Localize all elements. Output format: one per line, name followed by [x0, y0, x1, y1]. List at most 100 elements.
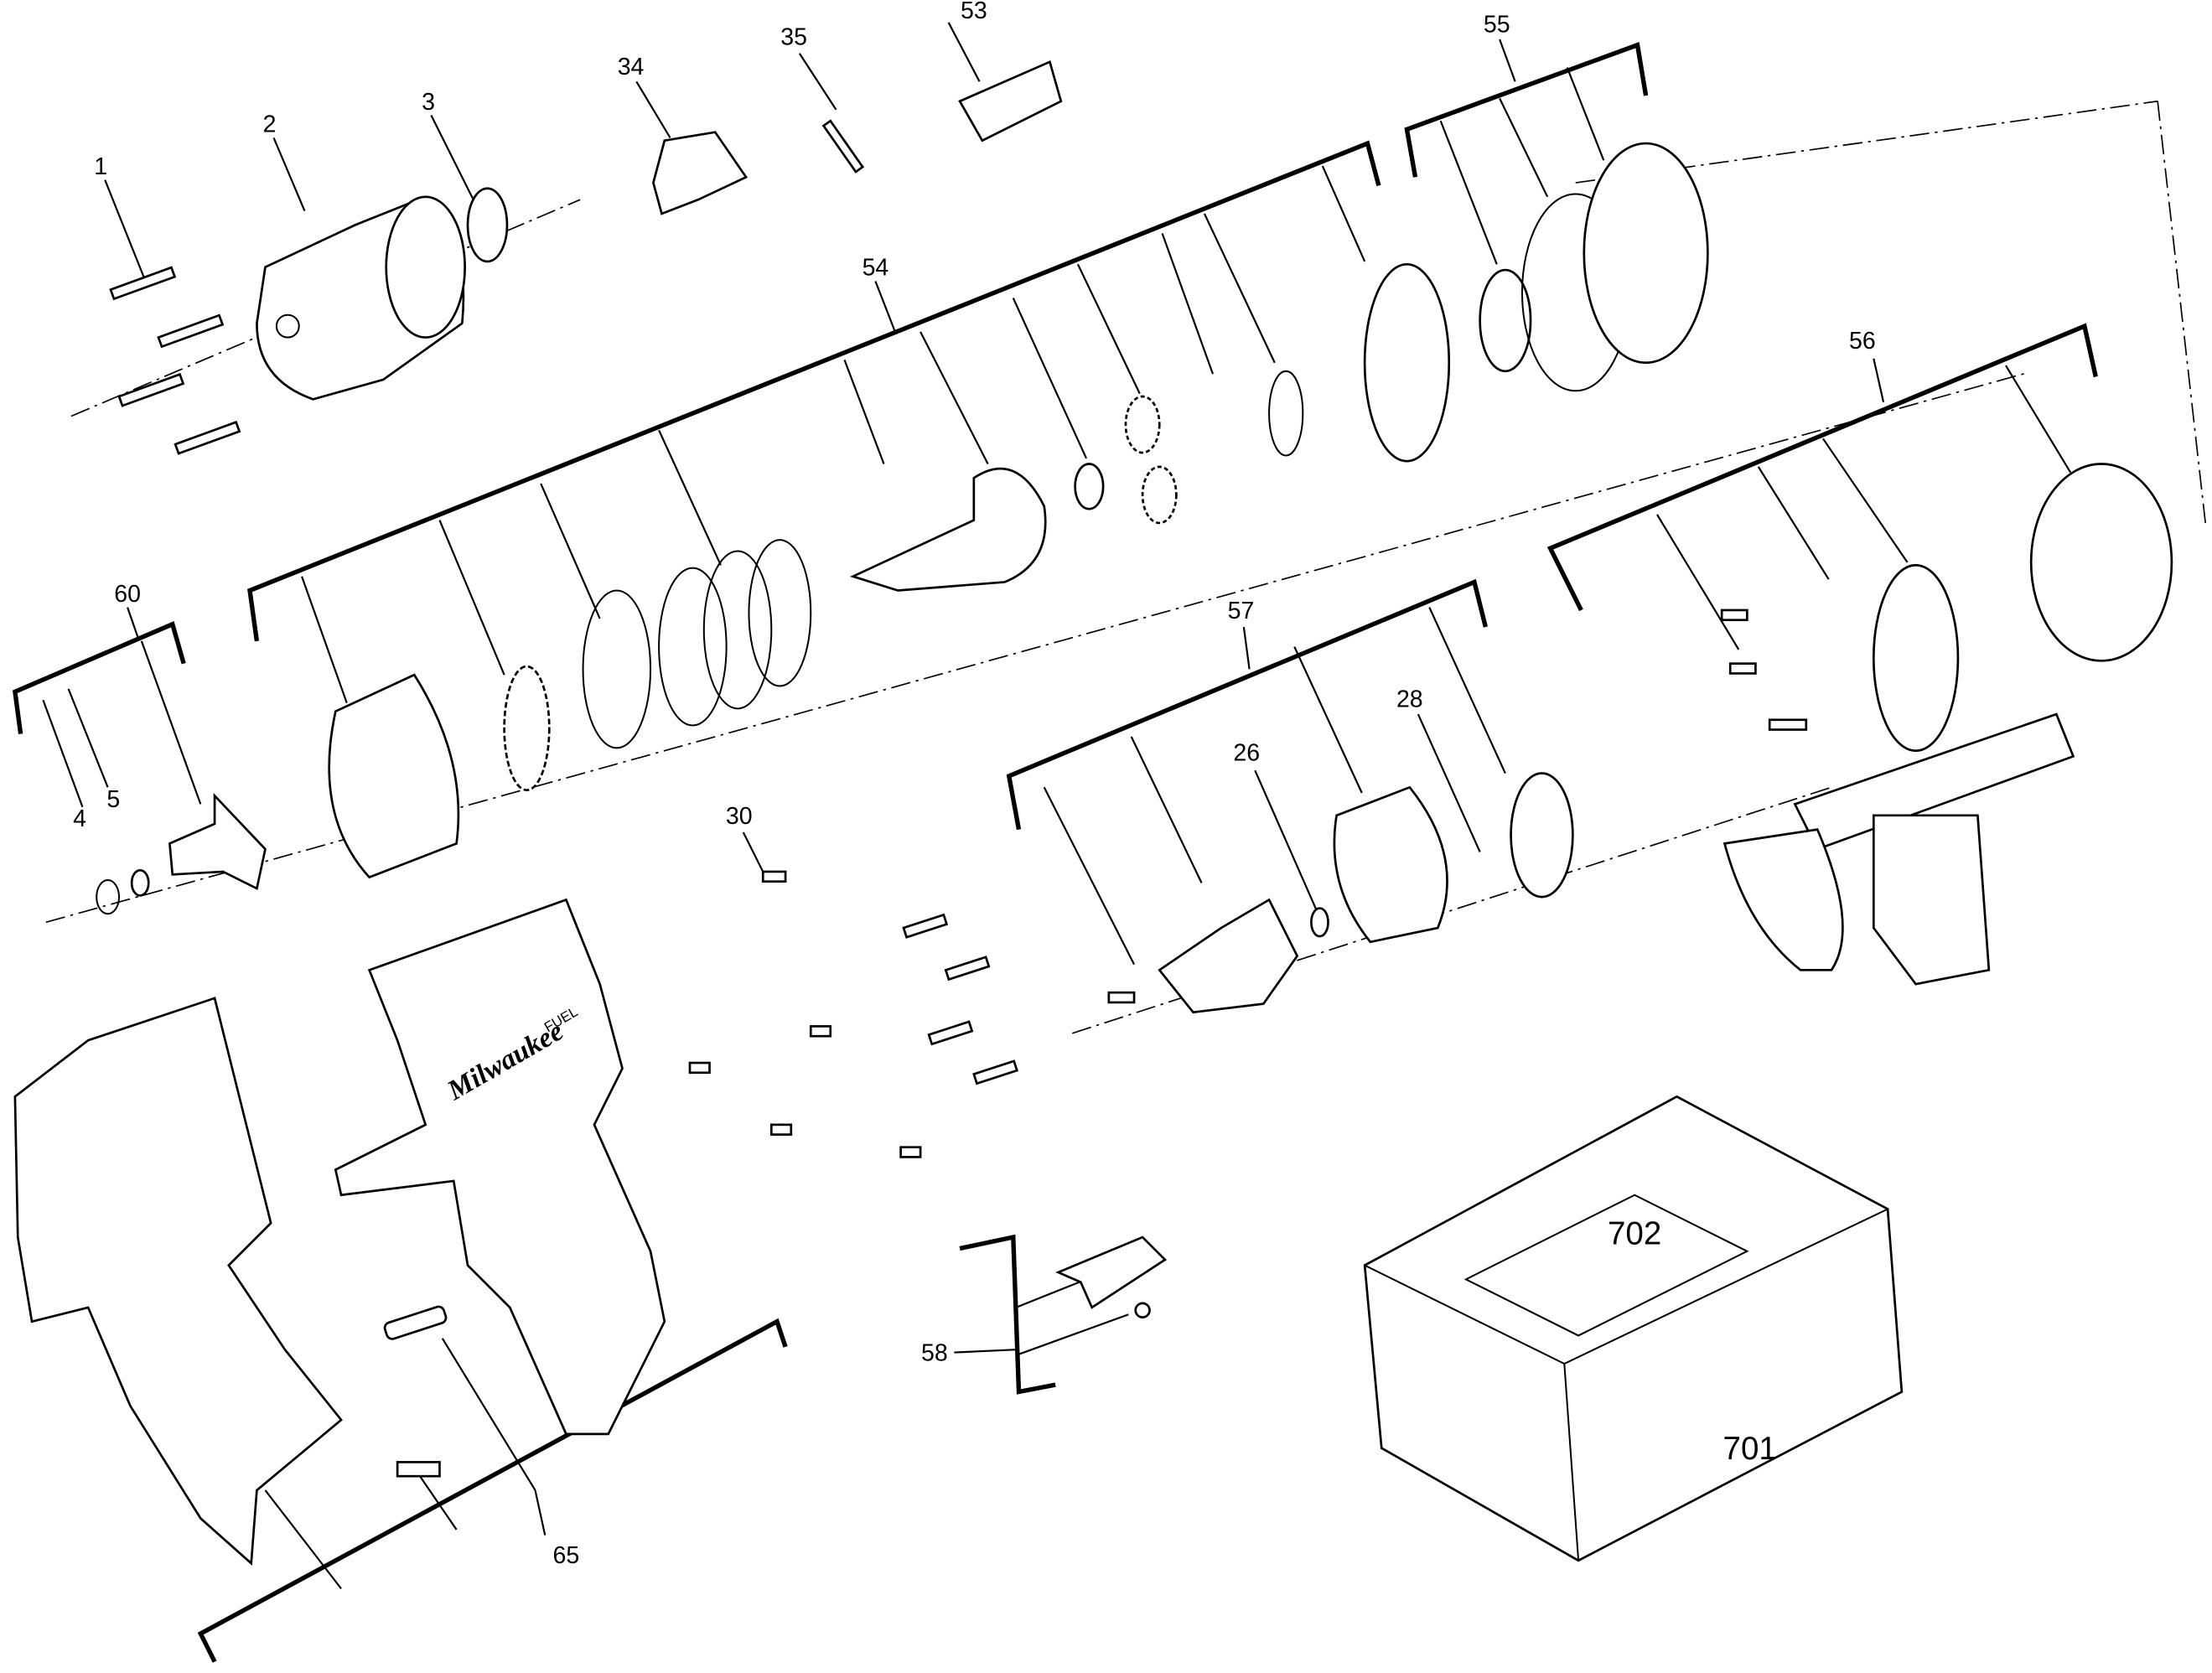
label-55: 55: [1484, 12, 1510, 39]
leader-line: [798, 53, 837, 111]
leader-line: [1499, 97, 1549, 198]
screw: [927, 1020, 974, 1046]
screw: [157, 313, 225, 349]
screws: [109, 266, 1808, 1158]
leader-line: [1130, 736, 1203, 883]
brackets: [12, 39, 2098, 1663]
leader-line: [658, 429, 722, 566]
screw: [688, 1061, 711, 1075]
washer-part-3: [466, 187, 509, 263]
label-34: 34: [618, 54, 645, 80]
screw: [117, 372, 185, 407]
leader-line: [441, 1338, 536, 1491]
leader-line: [430, 115, 474, 200]
leader-line: [742, 831, 764, 873]
leader-line: [1043, 786, 1136, 966]
screw: [1720, 609, 1748, 622]
screw: [174, 420, 241, 455]
screw: [944, 956, 991, 982]
label-30: 30: [726, 803, 753, 830]
leader-line: [843, 360, 885, 464]
bracket-56: [1546, 323, 2098, 612]
clip-part-34: [652, 131, 749, 215]
belt-clip-part-58: [1055, 1235, 1168, 1318]
label-5: 5: [106, 786, 120, 813]
housing-right-half: Milwaukee FUEL: [334, 898, 666, 1436]
bracket-60: [12, 607, 186, 734]
label-58: 58: [921, 1340, 948, 1367]
label-28: 28: [1396, 686, 1423, 713]
label-26: 26: [1233, 739, 1260, 766]
bracket-54: [247, 140, 1381, 642]
label-65: 65: [553, 1542, 580, 1569]
cover-assembly-part-55: [1479, 142, 1709, 392]
leader-line: [947, 22, 981, 82]
leader-line: [1203, 213, 1276, 364]
leader-line: [2005, 365, 2072, 474]
leader-line: [1012, 298, 1088, 459]
bracket-58: [954, 1234, 1056, 1395]
axis-line: [1071, 786, 1832, 1034]
leader-line: [1015, 1278, 1087, 1308]
bracket-55: [1404, 39, 1649, 178]
leader-lines: [42, 22, 2072, 1590]
leader-line: [104, 179, 146, 279]
label-53: 53: [961, 0, 987, 24]
label-1: 1: [94, 153, 107, 180]
leader-line: [920, 331, 989, 465]
pin-part-35: [821, 119, 865, 174]
bracket-65: [197, 1318, 788, 1663]
label-35: 35: [780, 24, 807, 51]
motor-part-57: [1158, 772, 1574, 1014]
label-56: 56: [1849, 328, 1876, 355]
label-2: 2: [263, 111, 277, 138]
leader-line: [540, 483, 601, 619]
leader-line: [1015, 1313, 1129, 1356]
leader-line: [1293, 646, 1363, 794]
leader-line: [635, 80, 671, 138]
bracket-57: [1006, 578, 1488, 831]
screw: [1768, 718, 1808, 731]
part-labels: 1 2 3 34 35 53 55 54 56 60 45 57 26 28 30 58 65 702 701: [73, 0, 1876, 1569]
leader-line: [1822, 438, 1909, 563]
label-701: 701: [1723, 1431, 1777, 1467]
nameplate-part-65: [383, 1305, 448, 1478]
leader-line: [1254, 769, 1318, 912]
label-702: 702: [1608, 1215, 1661, 1251]
electronics-part-56: [1722, 463, 2173, 986]
screw: [899, 1146, 922, 1158]
leader-line: [1656, 514, 1740, 650]
label-4: 4: [73, 805, 86, 832]
leader-line: [1757, 466, 1830, 580]
anvil-part-60: [96, 792, 267, 915]
leader-line: [438, 520, 505, 676]
label-plate-part-53: [958, 60, 1063, 142]
impact-mechanism-part-54: [328, 262, 1451, 879]
screw: [1107, 991, 1136, 1004]
leader-line: [140, 640, 202, 805]
gear-housing-part-2: [256, 195, 466, 401]
leader-line: [1076, 263, 1141, 395]
housing-left-half: [13, 997, 343, 1566]
screw: [769, 1123, 793, 1136]
leader-line: [264, 1489, 342, 1590]
leader-line: [1439, 120, 1498, 265]
leader-line: [301, 576, 348, 704]
label-57: 57: [1228, 598, 1255, 624]
leader-line: [1417, 713, 1481, 852]
leader-line: [419, 1475, 458, 1531]
screw: [761, 870, 787, 883]
leader-line: [42, 699, 84, 808]
label-3: 3: [422, 89, 435, 116]
label-60: 60: [114, 581, 141, 608]
label-54: 54: [863, 255, 889, 282]
screw: [1728, 662, 1757, 675]
screw: [109, 266, 177, 301]
axis-line: [1575, 100, 2158, 184]
carrying-case-701: [1363, 1095, 1904, 1562]
leader-line: [1321, 165, 1366, 262]
axis-line: [2157, 101, 2206, 524]
leader-line: [67, 688, 109, 788]
screw: [972, 1059, 1019, 1085]
